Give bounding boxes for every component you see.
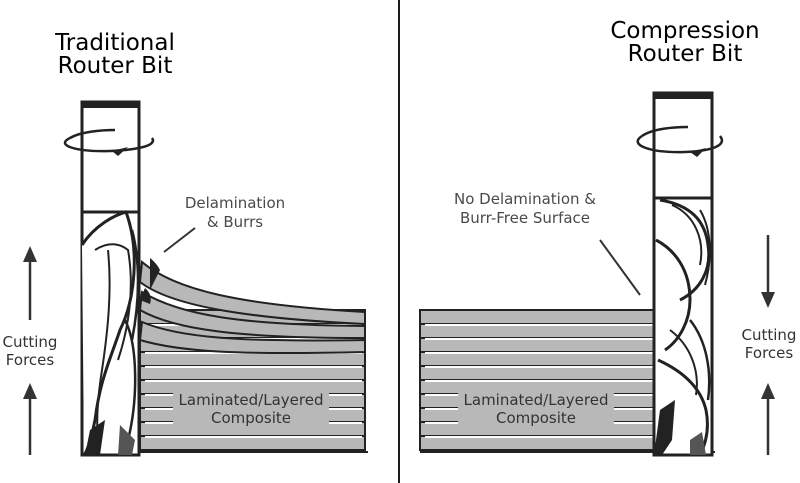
left-material-line2: Composite (210, 409, 292, 427)
left-delaminated-layers (138, 258, 366, 355)
panel-divider (398, 0, 400, 483)
right-forces-line1: Cutting (741, 326, 797, 344)
delamination-callout-line2: & Burrs (206, 213, 264, 231)
left-layer-10 (139, 435, 366, 451)
right-forces-line2: Forces (744, 344, 794, 362)
no-delamination-callout: No Delamination & Burr-Free Surface (430, 190, 620, 228)
right-material-line2: Composite (495, 409, 577, 427)
left-callout-line (163, 227, 196, 253)
compression-title-line2: Router Bit (627, 41, 743, 67)
traditional-bit-title: Traditional Router Bit (45, 32, 185, 78)
left-forces-line2: Forces (5, 351, 55, 369)
compression-router-bit (636, 91, 724, 457)
left-forces-line1: Cutting (2, 333, 58, 351)
right-bit-shank (652, 91, 714, 200)
traditional-title-line1: Traditional (55, 30, 175, 56)
traditional-router-bit (63, 100, 155, 457)
left-layer-4 (139, 351, 366, 367)
right-layer-4 (419, 351, 661, 367)
no-delamination-callout-line1: No Delamination & (454, 190, 596, 208)
right-layer-5 (419, 365, 661, 381)
right-callout-line (599, 239, 641, 296)
right-layer-1 (419, 309, 661, 325)
no-delamination-callout-line2: Burr-Free Surface (459, 209, 591, 227)
right-layer-2 (419, 323, 661, 339)
right-force-arrows (761, 235, 775, 455)
right-material-line1: Laminated/Layered (463, 391, 609, 409)
right-cutting-forces-label: Cutting Forces (735, 326, 800, 362)
left-force-arrows (23, 246, 37, 455)
delamination-callout: Delamination & Burrs (165, 194, 305, 232)
left-material-label: Laminated/Layered Composite (173, 390, 329, 428)
delamination-callout-line1: Delamination (184, 194, 286, 212)
left-layer-5 (139, 365, 366, 381)
left-material-line1: Laminated/Layered (178, 391, 324, 409)
traditional-title-line2: Router Bit (57, 53, 173, 79)
left-bit-shank (80, 100, 141, 214)
compression-title-line1: Compression (610, 18, 760, 44)
compression-bit-title: Compression Router Bit (595, 20, 775, 66)
right-layer-3 (419, 337, 661, 353)
right-material-label: Laminated/Layered Composite (458, 390, 614, 428)
left-cutting-forces-label: Cutting Forces (0, 333, 60, 369)
right-layer-10 (419, 435, 661, 451)
